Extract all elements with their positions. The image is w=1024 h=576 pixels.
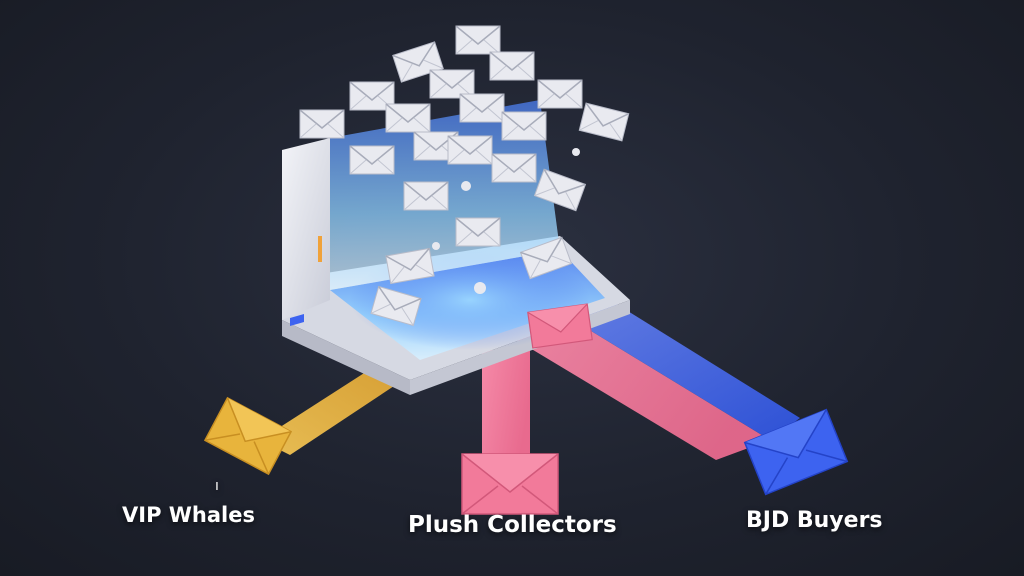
envelope-icon xyxy=(501,111,547,141)
envelope-icon xyxy=(299,109,345,139)
tick-mark: ı xyxy=(215,478,219,494)
envelope-icon xyxy=(455,25,501,55)
envelope-icon xyxy=(578,102,630,142)
envelope-icon xyxy=(403,181,449,211)
segment-label-bjd: BJD Buyers xyxy=(746,508,883,533)
segment-envelope-bjd xyxy=(743,408,849,496)
incoming-envelopes xyxy=(299,25,630,327)
envelope-icon xyxy=(489,51,535,81)
envelope-icon xyxy=(455,217,501,247)
segment-envelope-vip xyxy=(203,396,293,476)
envelope-icon xyxy=(491,153,537,183)
flow-strip-vip xyxy=(260,368,400,455)
flow-strip-bjd xyxy=(560,300,800,440)
segment-envelope-plush xyxy=(461,453,559,515)
envelope-icon xyxy=(537,79,583,109)
segment-envelope-plush-top xyxy=(527,303,593,349)
envelope-icon xyxy=(349,145,395,175)
envelope-icon xyxy=(447,135,493,165)
envelope-icon xyxy=(459,93,505,123)
segment-label-plush: Plush Collectors xyxy=(408,512,617,538)
segment-label-vip: VIP Whales xyxy=(122,503,255,527)
flow-strip-plush xyxy=(482,312,770,470)
envelope-icon xyxy=(385,103,431,133)
